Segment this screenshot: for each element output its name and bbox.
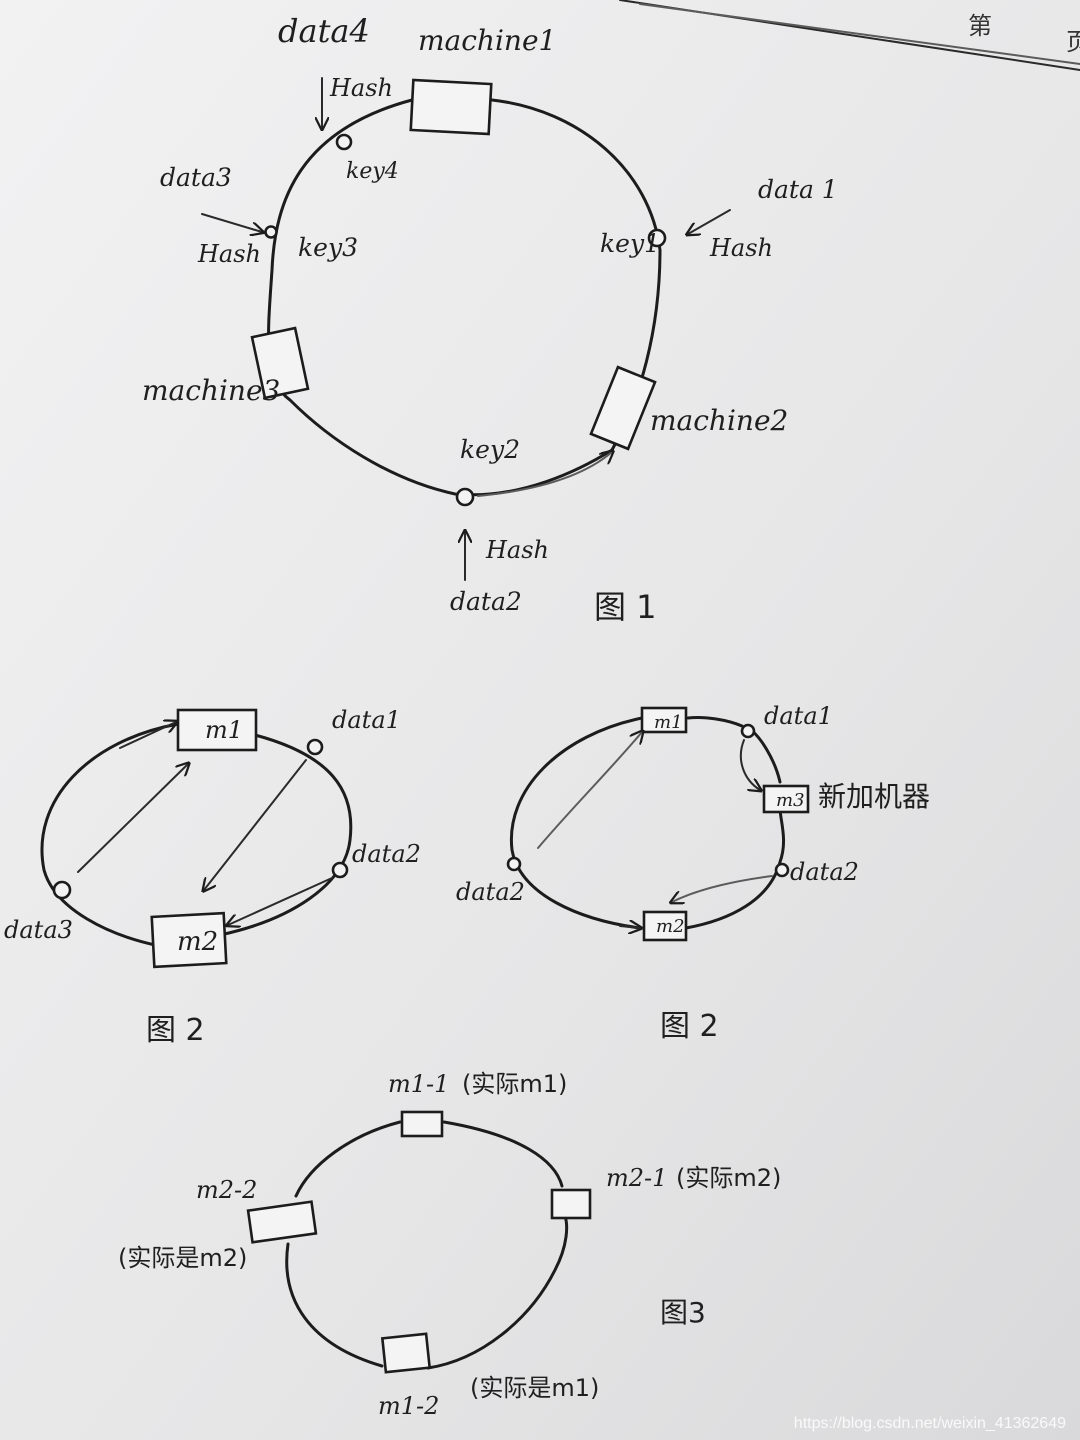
fig3-m1-2-name: m1-2 bbox=[378, 1392, 439, 1420]
fig2b-data2-node bbox=[774, 862, 790, 878]
fig1-key4-node bbox=[335, 133, 353, 151]
watermark: https://blog.csdn.net/weixin_41362649 bbox=[794, 1415, 1066, 1432]
figure-2b: m1 m3 m2 data1 data2 data2 新加机器 图 2 bbox=[456, 702, 930, 1044]
header-page-mark: 第 bbox=[968, 12, 992, 40]
fig1-key1-node bbox=[647, 228, 667, 248]
fig2b-m2-label: m2 bbox=[656, 916, 685, 937]
fig2a-arrow-data1-to-m2 bbox=[204, 759, 307, 890]
fig1-data3-label: data3 bbox=[160, 163, 232, 192]
fig2a-data2-node bbox=[331, 861, 349, 879]
fig2a-data1-node bbox=[306, 738, 324, 756]
fig3-caption: 图3 bbox=[660, 1296, 706, 1329]
fig1-hash-2: Hash bbox=[485, 536, 549, 564]
fig1-arrow-data1 bbox=[688, 209, 731, 234]
header-rule-2 bbox=[639, 3, 1080, 65]
fig3-m2-2-box bbox=[246, 1200, 318, 1244]
fig2a-arrow-to-m1 bbox=[119, 722, 176, 749]
fig1-data1-label: data 1 bbox=[758, 175, 838, 204]
figure-2a: m1 m2 data1 data2 data3 图 2 bbox=[4, 706, 421, 1048]
fig3-m2-2-name: m2-2 bbox=[196, 1176, 257, 1204]
fig2b-m1-box bbox=[640, 706, 688, 734]
fig2b-m3-box bbox=[762, 784, 810, 814]
fig2a-data3-node bbox=[52, 880, 72, 900]
fig2a-data2-label: data2 bbox=[352, 840, 421, 868]
fig2a-m1-label: m1 bbox=[205, 716, 243, 744]
fig1-hash-3: Hash bbox=[197, 240, 261, 268]
fig1-key2-node bbox=[455, 487, 475, 507]
fig2a-ring bbox=[40, 722, 353, 947]
fig3-m1-2-note: (实际是m1) bbox=[470, 1374, 599, 1402]
fig1-key3-label: key3 bbox=[298, 233, 358, 262]
fig2b-m2-box bbox=[642, 910, 688, 942]
fig1-machine2-box bbox=[589, 365, 657, 451]
fig2b-arrow-data2-to-m1 bbox=[537, 732, 642, 849]
fig1-hash-4: Hash bbox=[329, 74, 393, 102]
fig1-arrow-data3 bbox=[201, 213, 262, 232]
fig1-machine1-box bbox=[409, 78, 493, 136]
fig1-data2-label: data2 bbox=[450, 587, 522, 616]
fig3-m1-1-note: (实际m1) bbox=[462, 1070, 567, 1098]
fig2a-m2-label: m2 bbox=[177, 927, 218, 957]
fig2a-data3-label: data3 bbox=[4, 916, 73, 944]
fig2b-data2-label: data2 bbox=[790, 858, 859, 886]
fig2b-m3-label: m3 bbox=[776, 790, 805, 811]
fig1-machine1-label: machine1 bbox=[418, 24, 556, 57]
fig2b-caption: 图 2 bbox=[660, 1009, 719, 1044]
fig2b-new-machine-note: 新加机器 bbox=[818, 780, 930, 813]
fig1-key3-node bbox=[264, 225, 278, 239]
fig3-m1-1-name: m1-1 bbox=[388, 1070, 449, 1098]
fig2b-m1-label: m1 bbox=[654, 712, 683, 733]
fig1-key1-label: key1 bbox=[600, 229, 660, 258]
fig1-arrow-key2-to-machine2 bbox=[477, 452, 612, 497]
fig2a-m1-box bbox=[176, 708, 258, 752]
fig1-machine2-label: machine2 bbox=[650, 404, 788, 437]
fig2b-arrow-to-m2-ring bbox=[619, 926, 640, 928]
fig2b-data1-node bbox=[740, 723, 756, 739]
fig1-data4-label: data4 bbox=[278, 12, 370, 50]
fig1-caption: 图 1 bbox=[594, 588, 657, 626]
fig2a-arrow-data2-to-m2 bbox=[228, 877, 333, 925]
fig2a-data1-label: data1 bbox=[332, 706, 401, 734]
fig1-machine3-box bbox=[250, 326, 310, 400]
fig2b-data1-label: data1 bbox=[764, 702, 833, 730]
figure-3: m1-1 (实际m1) m2-1 (实际m2) m2-2 (实际是m2) m1-… bbox=[118, 1070, 781, 1420]
fig3-m2-1-note: (实际m2) bbox=[676, 1164, 781, 1192]
fig3-m2-2-note: (实际是m2) bbox=[118, 1244, 247, 1272]
fig1-hash-1: Hash bbox=[709, 234, 773, 262]
fig1-machine3-label: machine3 bbox=[142, 374, 280, 407]
fig1-key4-label: key4 bbox=[346, 159, 399, 184]
fig1-key2-label: key2 bbox=[460, 435, 520, 464]
figure-1: machine1 machine2 machine3 key1 key2 key… bbox=[142, 12, 838, 626]
fig3-m1-1-box bbox=[400, 1110, 444, 1138]
fig2a-arrow-data3-to-m1 bbox=[77, 764, 188, 873]
header-page-mark-2: 页 bbox=[1066, 28, 1080, 56]
fig3-m2-1-name: m2-1 bbox=[606, 1164, 667, 1192]
fig2b-arrow-data2-to-m2 bbox=[672, 875, 773, 902]
fig2b-arrow-data1-to-m3 bbox=[739, 739, 760, 790]
fig2b-data2-left-node bbox=[506, 856, 522, 872]
fig3-m2-1-box bbox=[550, 1188, 592, 1220]
fig3-m1-2-box bbox=[380, 1332, 432, 1374]
fig2a-m2-box bbox=[150, 911, 228, 969]
fig3-ring bbox=[285, 1120, 569, 1370]
fig2b-data2-left-label: data2 bbox=[456, 878, 525, 906]
fig2a-caption: 图 2 bbox=[146, 1013, 205, 1048]
